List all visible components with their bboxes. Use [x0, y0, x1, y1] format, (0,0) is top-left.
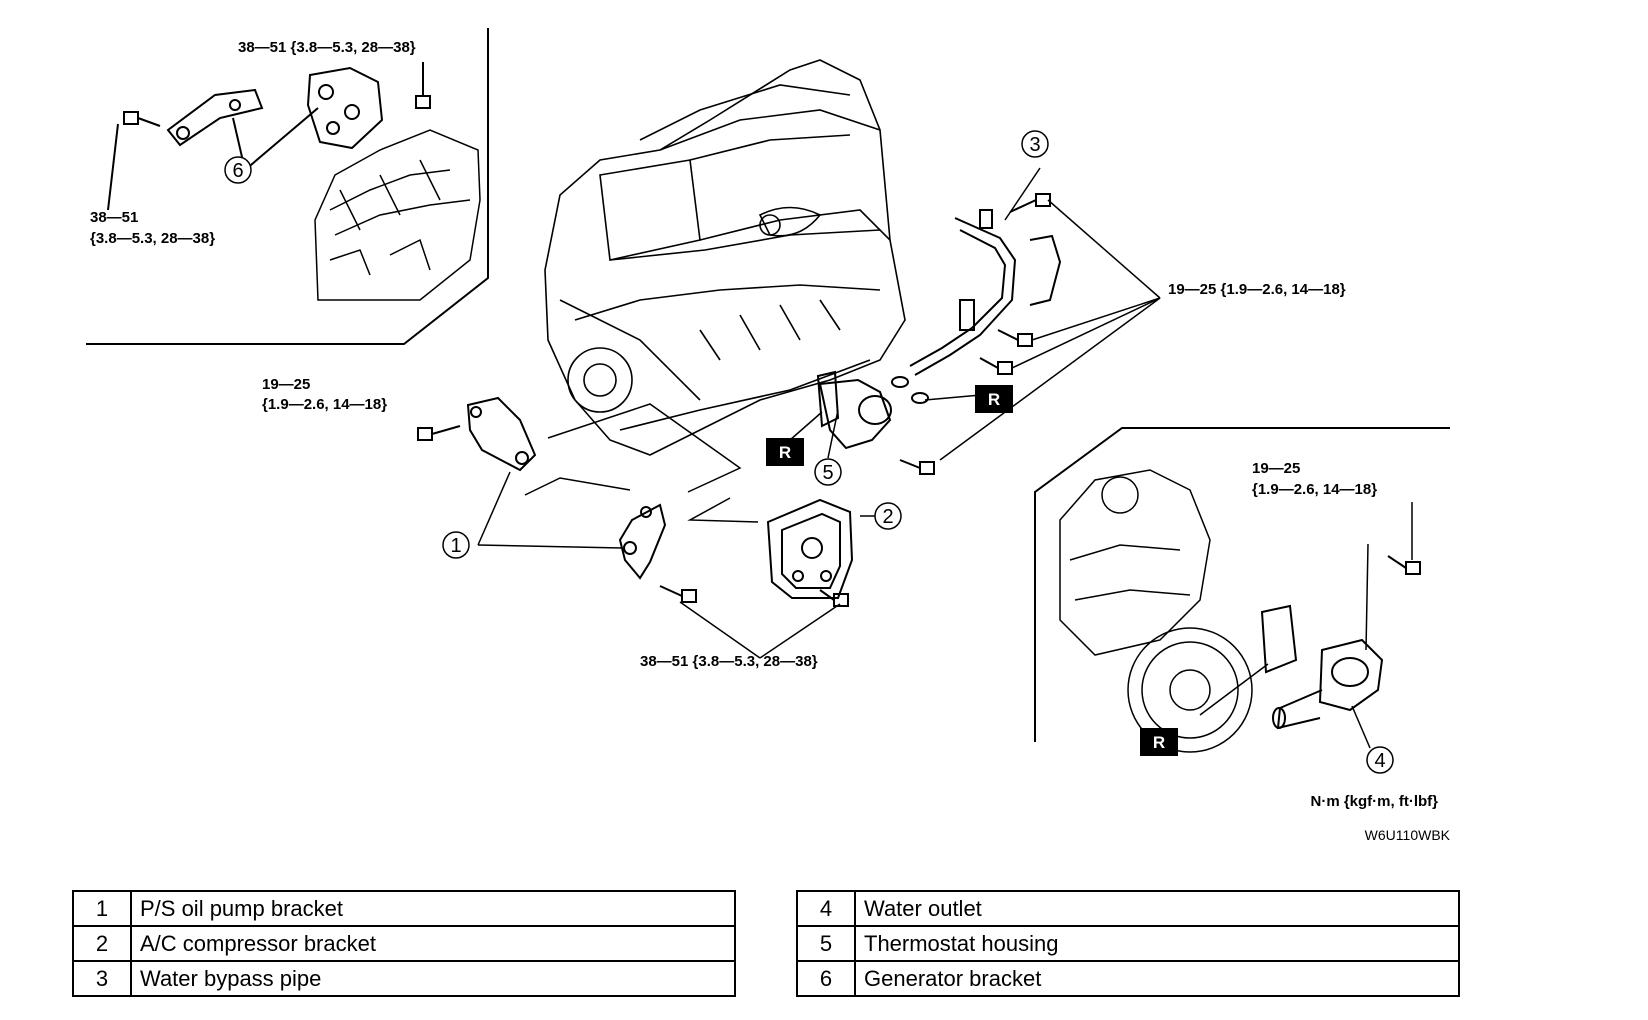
water-bypass-pipe [909, 209, 1062, 376]
figure-code: W6U110WBK [1365, 827, 1451, 843]
bolt-icon [819, 589, 849, 607]
svg-text:R: R [1153, 733, 1165, 752]
legend-number: 2 [72, 925, 132, 962]
svg-text:2: 2 [882, 506, 893, 528]
svg-text:6: 6 [232, 160, 243, 182]
engine-block-sketch [544, 59, 906, 456]
svg-text:4: 4 [1374, 750, 1385, 772]
ac-leaders [679, 497, 876, 659]
inset-frame [86, 28, 489, 345]
legend-number: 3 [72, 960, 132, 997]
ac-compressor-bracket [766, 498, 854, 599]
legend-number: 4 [796, 890, 856, 927]
replace-mark: R [1140, 728, 1178, 756]
legend-number: 5 [796, 925, 856, 962]
torque-label-bottom: 38—51 {3.8—5.3, 28—38} [640, 653, 818, 670]
legend-row: 6 Generator bracket [796, 960, 1460, 997]
generator-bracket-plate [306, 66, 384, 150]
torque-label-bypass: 19—25 {1.9—2.6, 14—18} [1168, 281, 1346, 298]
legend-table-right: 4 Water outlet 5 Thermostat housing 6 Ge… [796, 890, 1460, 997]
ps-leaders [477, 403, 742, 549]
svg-text:R: R [779, 443, 791, 462]
svg-text:R: R [988, 390, 1000, 409]
generator-bracket-arm [166, 88, 264, 147]
replace-mark: R [975, 385, 1013, 413]
inset-frame [1034, 427, 1450, 742]
svg-text:1: 1 [450, 535, 461, 557]
bolt-icon [1387, 555, 1421, 575]
legend-part-name: Water bypass pipe [130, 960, 736, 997]
legend-row: 3 Water bypass pipe [72, 960, 736, 997]
ps-oil-pump-bracket [466, 396, 667, 580]
bolt-icon [1009, 193, 1051, 213]
legend-part-name: A/C compressor bracket [130, 925, 736, 962]
torque-label-ps-bracket-unit: {1.9—2.6, 14—18} [262, 396, 387, 413]
bolt-icon [979, 357, 1013, 375]
legend-number: 6 [796, 960, 856, 997]
torque-label-generator-left-unit: {3.8—5.3, 28—38} [90, 230, 215, 247]
inset-water-outlet [1034, 427, 1450, 753]
legend-row: 1 P/S oil pump bracket [72, 890, 736, 927]
legend-part-name: P/S oil pump bracket [130, 890, 736, 927]
water-outlet-body [1318, 638, 1384, 712]
unit-label: N·m {kgf·m, ft·lbf} [1311, 793, 1439, 810]
torque-label-outlet: 19—25 [1252, 460, 1300, 477]
legend-part-name: Water outlet [854, 890, 1460, 927]
bolt-icon [417, 425, 461, 441]
callout-4: 4 [1366, 746, 1394, 774]
gasket-ring-icon [891, 376, 929, 404]
thermostat-housing [816, 370, 892, 450]
callout-6: 6 [224, 156, 252, 184]
legend-table-left: 1 P/S oil pump bracket 2 A/C compressor … [72, 890, 736, 997]
bolt-icon [997, 329, 1033, 347]
callout-2: 2 [874, 502, 902, 530]
legend-number: 1 [72, 890, 132, 927]
inset-engine-sketch [314, 129, 481, 301]
outlet-gasket [1260, 604, 1298, 674]
bolt-icon [899, 459, 935, 475]
legend-row: 2 A/C compressor bracket [72, 925, 736, 962]
torque-label-generator-left: 38—51 [90, 209, 138, 226]
exploded-diagram: 38—51 {3.8—5.3, 28—38} 38—51 {3.8—5.3, 2… [86, 28, 1451, 843]
legend-row: 5 Thermostat housing [796, 925, 1460, 962]
bolt-icon [659, 585, 697, 603]
svg-text:3: 3 [1029, 134, 1040, 156]
bypass-leaders [924, 167, 1161, 461]
legend-part-name: Generator bracket [854, 960, 1460, 997]
outlet-leaders [1199, 502, 1413, 749]
torque-label-ps-bracket: 19—25 [262, 376, 310, 393]
torque-label-outlet-unit: {1.9—2.6, 14—18} [1252, 481, 1377, 498]
torque-label-generator-top: 38—51 {3.8—5.3, 28—38} [238, 39, 416, 56]
callout-1: 1 [442, 531, 470, 559]
svg-text:5: 5 [822, 462, 833, 484]
callout-3: 3 [1021, 130, 1049, 158]
callout-5: 5 [814, 458, 842, 486]
bolt-icon [415, 62, 431, 109]
legend-part-name: Thermostat housing [854, 925, 1460, 962]
inset-generator [86, 28, 489, 345]
legend-row: 4 Water outlet [796, 890, 1460, 927]
bolt-icon [123, 111, 161, 127]
inset-engine-sketch [1059, 469, 1253, 753]
replace-mark: R [766, 438, 804, 466]
